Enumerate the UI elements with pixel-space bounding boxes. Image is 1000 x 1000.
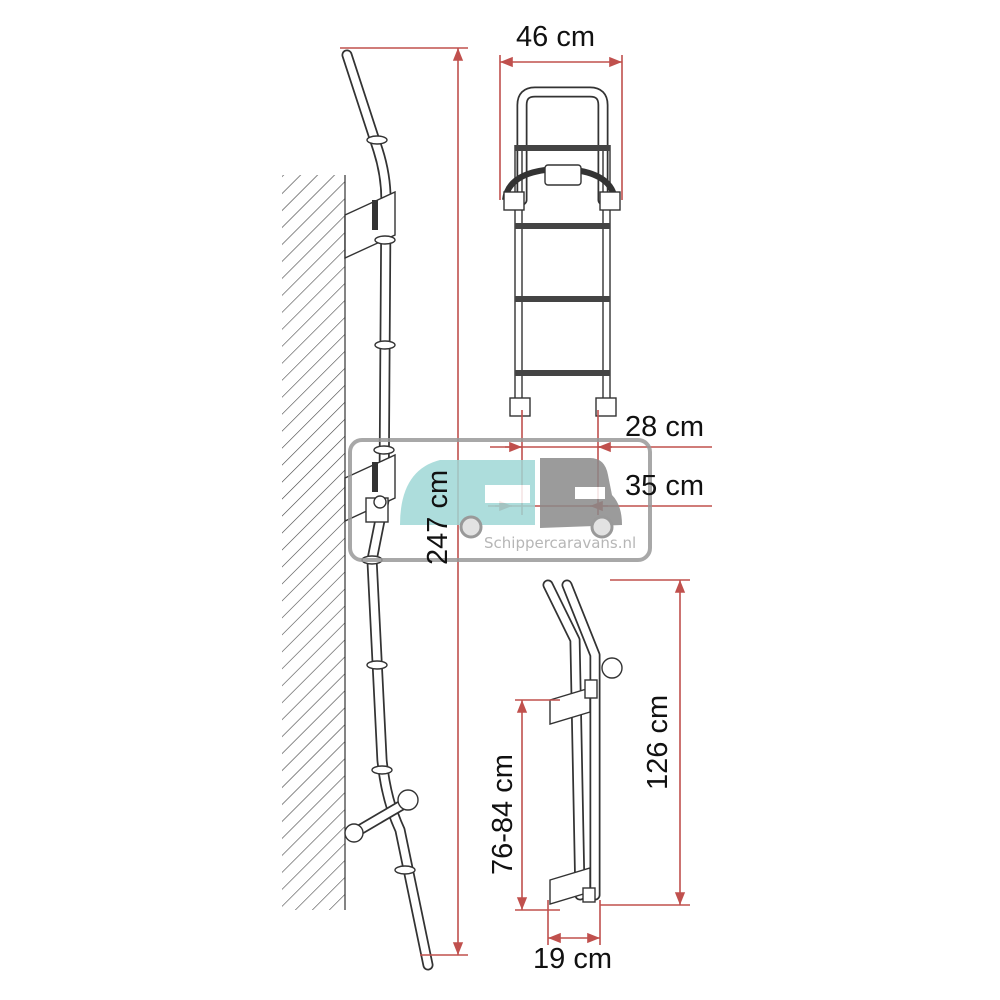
watermark-text: Schippercaravans.nl xyxy=(484,534,636,552)
width-label: 46 cm xyxy=(516,21,595,53)
wall-distance-label: 35 cm xyxy=(625,470,704,502)
front-view-ladder xyxy=(502,86,621,417)
foot-spacing-label: 28 cm xyxy=(625,411,704,443)
watermark-logo: Schippercaravans.nl xyxy=(348,438,652,562)
folded-depth-label: 19 cm xyxy=(533,943,612,975)
bracket-spacing-label: 76-84 cm xyxy=(487,754,519,875)
total-height-label: 247 cm xyxy=(422,470,454,565)
folded-ladder xyxy=(542,579,623,905)
folded-height-label: 126 cm xyxy=(642,695,674,790)
wall-hatch xyxy=(282,175,346,910)
